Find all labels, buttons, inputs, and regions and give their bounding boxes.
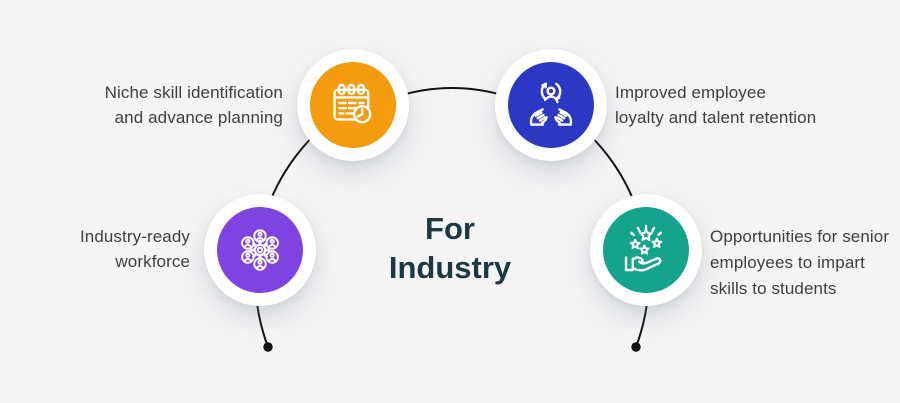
team-gear-icon (241, 229, 279, 271)
label-line: workforce (115, 252, 190, 271)
label-line: Industry-ready (79, 227, 190, 246)
title-line: For (425, 211, 475, 246)
page-title: For Industry (0, 209, 900, 287)
badge-industry-ready-workforce (204, 194, 316, 306)
label-line: and advance planning (114, 108, 283, 127)
hands-person-cycle-icon (529, 82, 573, 126)
label-line: Improved employee (615, 83, 766, 102)
label-line: Niche skill identification (104, 83, 283, 102)
badge-disc (508, 62, 594, 148)
label-niche-skill-planning: Niche skill identification and advance p… (105, 80, 283, 130)
label-line: employees to impart (710, 253, 865, 272)
line-end-dot-left (263, 342, 273, 352)
title-line: Industry (388, 250, 512, 285)
label-employee-loyalty: Improved employee loyalty and talent ret… (615, 80, 816, 130)
label-line: Opportunities for senior (710, 227, 890, 246)
badge-disc (310, 62, 396, 148)
arc-top (394, 87, 510, 98)
badge-employee-loyalty (495, 49, 607, 161)
label-industry-ready-workforce: Industry-ready workforce (80, 224, 190, 274)
hand-stars-icon (624, 226, 661, 272)
calendar-clock-icon (333, 83, 372, 124)
label-senior-mentorship: Opportunities for senior employees to im… (710, 224, 889, 302)
label-line: skills to students (710, 279, 837, 298)
badge-disc (217, 207, 303, 293)
label-line: loyalty and talent retention (615, 108, 817, 127)
badge-senior-mentorship (590, 194, 702, 306)
badge-niche-skill-planning (297, 49, 409, 161)
line-end-dot-right (631, 342, 641, 352)
